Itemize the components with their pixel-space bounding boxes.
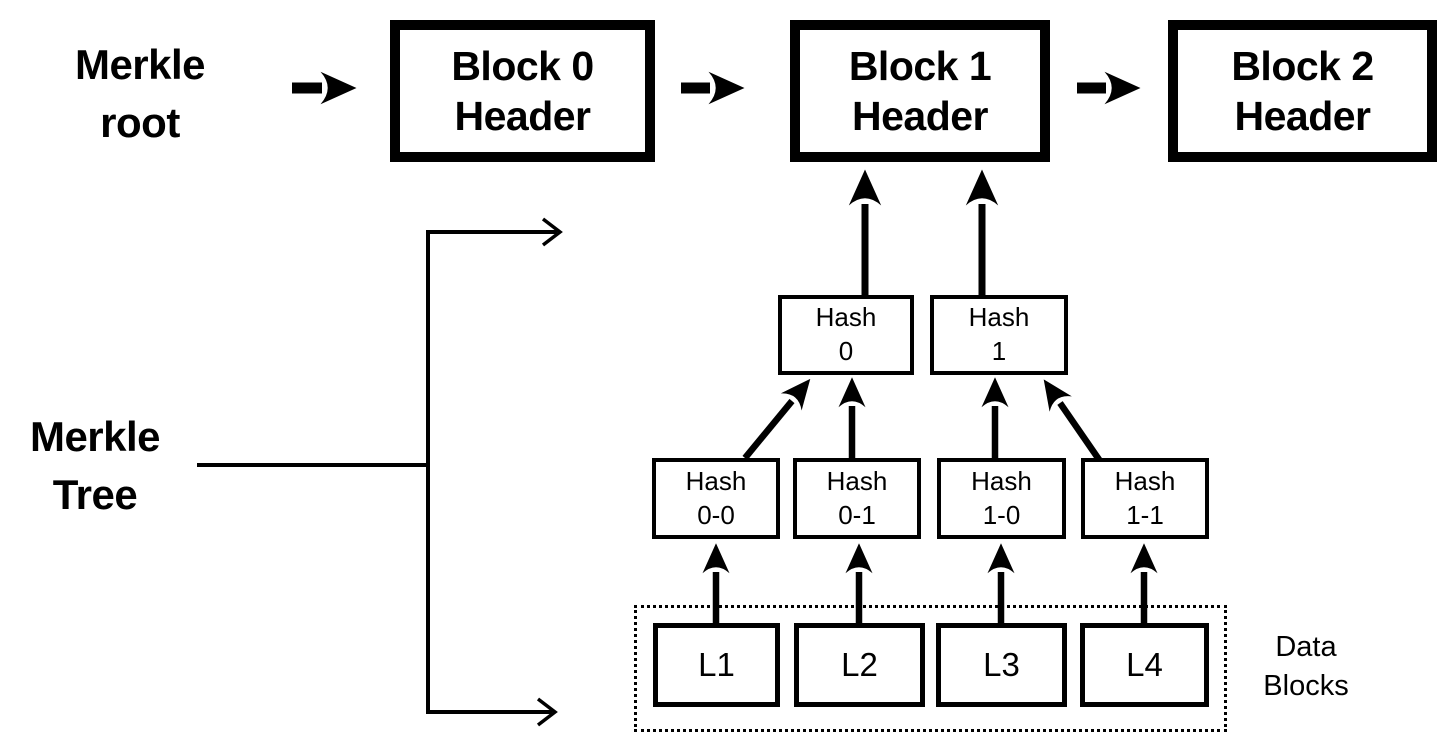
hash-1-1-line1: Hash (1114, 465, 1176, 496)
merkle-tree-label-line1: Merkle (29, 413, 161, 460)
block-2-header-line2: Header (1234, 93, 1371, 139)
hash1-to-block-arrows (848, 169, 999, 300)
hash-1-1-line2: 1-1 (1126, 499, 1164, 530)
hash-0-0-line2: 0-0 (697, 499, 735, 530)
block-0-header-line2: Header (454, 93, 591, 139)
data-block-l3-label: L3 (983, 646, 1020, 683)
data-blocks-label-line2: Blocks (1263, 670, 1349, 703)
hash-1-0-line1: Hash (971, 465, 1032, 496)
data-blocks-container (634, 605, 1227, 732)
bracket-top-arrowhead-icon (541, 217, 563, 247)
arrow-hash00-to-hash0 (742, 378, 811, 461)
block-0-header-box: Block 0 Header (390, 20, 655, 162)
data-block-l2-label: L2 (841, 646, 878, 683)
hash-1-0-box: Hash 1-0 (937, 458, 1066, 539)
hash-0-box: Hash 0 (778, 295, 914, 375)
bracket-bottom-arrowhead-icon (536, 697, 558, 727)
data-block-l3-box: L3 (936, 623, 1067, 707)
data-block-l2-box: L2 (794, 623, 925, 707)
hash2-to-hash1-arrows (742, 377, 1103, 463)
hash-1-box: Hash 1 (930, 295, 1068, 375)
merkle-tree-label: Merkle Tree (5, 408, 185, 524)
hash-0-line1: Hash (815, 302, 877, 333)
block-1-header-line2: Header (851, 93, 989, 139)
arrow-hash11-to-hash1 (1043, 379, 1103, 463)
hash-1-line1: Hash (968, 302, 1030, 333)
hash-0-1-line1: Hash (826, 465, 888, 496)
hash-1-line2: 1 (991, 336, 1007, 366)
merkle-tree-bracket (197, 217, 563, 727)
data-block-l1-label: L1 (698, 646, 735, 683)
hash-1-0-line2: 1-0 (982, 499, 1021, 530)
data-block-l1-box: L1 (653, 623, 780, 707)
block-0-header-line1: Block 0 (451, 42, 594, 89)
merkle-root-label-line2: root (100, 98, 180, 146)
hash-0-1-line2: 0-1 (838, 499, 876, 530)
hash-0-1-box: Hash 0-1 (793, 458, 921, 539)
block-2-header-box: Block 2 Header (1168, 20, 1437, 162)
data-blocks-label-line1: Data (1275, 631, 1337, 663)
merkle-tree-label-line2: Tree (52, 470, 138, 518)
data-blocks-label: Data Blocks (1240, 628, 1372, 706)
block-1-header-box: Block 1 Header (790, 20, 1050, 162)
hash-0-0-box: Hash 0-0 (652, 458, 780, 539)
block-1-header-line1: Block 1 (848, 42, 992, 89)
hash-0-line2: 0 (838, 336, 854, 366)
hash-1-1-box: Hash 1-1 (1081, 458, 1209, 539)
hash-0-0-line1: Hash (685, 465, 747, 496)
data-block-l4-box: L4 (1080, 623, 1209, 707)
merkle-root-label-line1: Merkle (74, 41, 206, 88)
merkle-root-label: Merkle root (40, 36, 240, 152)
leaf-to-hash2-arrows (702, 543, 1158, 624)
block-2-header-line1: Block 2 (1231, 42, 1374, 89)
data-block-l4-label: L4 (1126, 646, 1163, 683)
